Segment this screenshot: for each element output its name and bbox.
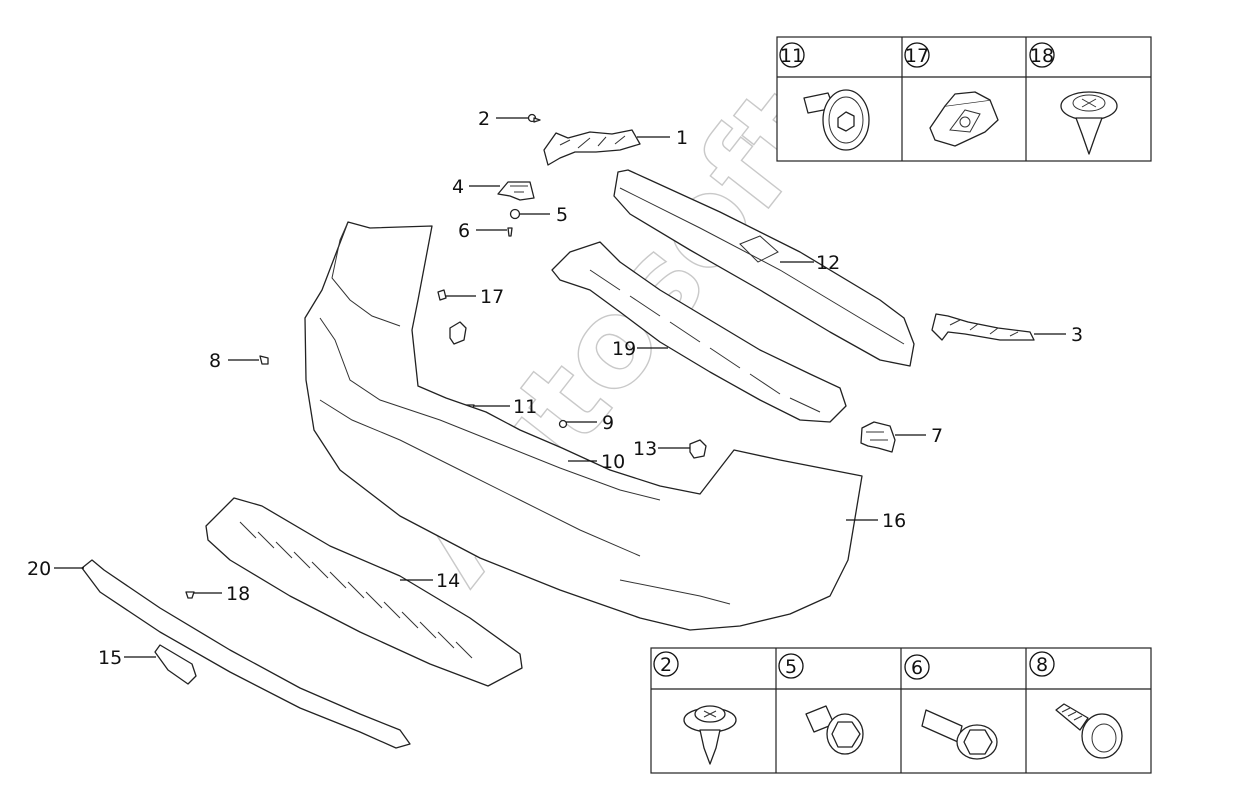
spring-clip-icon (929, 91, 999, 147)
callout-12: 12 (816, 252, 840, 274)
callout-1: 1 (676, 127, 688, 149)
fastener-table-top: 11 17 18 (776, 36, 1152, 162)
callout-11: 11 (513, 396, 537, 418)
hex-bolt-long-icon (921, 709, 998, 760)
table-cell-17: 17 (904, 42, 999, 147)
part-3-bracket (931, 313, 1035, 341)
part-19-absorber (551, 241, 847, 423)
washer-screw-icon (683, 705, 737, 765)
callout-19: 19 (612, 338, 636, 360)
table-cell-18: 18 (1029, 42, 1118, 155)
callout-18: 18 (226, 583, 250, 605)
table-label-17: 17 (905, 45, 929, 67)
part-4-bracket (497, 181, 535, 201)
callout-17: 17 (480, 286, 504, 308)
table-cell-6: 6 (904, 654, 998, 760)
part-20-trim-strip (81, 559, 411, 749)
callout-13: 13 (633, 438, 657, 460)
table-label-2: 2 (660, 654, 672, 676)
callout-20: 20 (27, 558, 51, 580)
callout-10: 10 (601, 451, 625, 473)
push-rivet-icon (1060, 91, 1118, 155)
table-cell-8: 8 (1029, 651, 1123, 759)
part-6-screw (507, 227, 513, 237)
callout-16: 16 (882, 510, 906, 532)
callouts: 1 2 3 4 5 6 7 8 9 10 11 12 13 (27, 108, 1083, 669)
callout-4: 4 (452, 176, 464, 198)
part-16-bumper-cover (304, 221, 863, 631)
flange-nut-icon (803, 89, 870, 151)
callout-3: 3 (1071, 324, 1083, 346)
part-13-block (689, 439, 707, 459)
callout-8: 8 (209, 350, 221, 372)
table-label-11: 11 (780, 45, 804, 67)
part-18-rivet (185, 591, 195, 599)
callout-5: 5 (556, 204, 568, 226)
table-label-18: 18 (1030, 45, 1054, 67)
part-17-clip (437, 289, 467, 345)
part-14-lower-panel (205, 497, 523, 687)
callout-9: 9 (602, 412, 614, 434)
part-15-cap (154, 644, 197, 685)
callout-7: 7 (931, 425, 943, 447)
table-label-5: 5 (785, 656, 797, 678)
callout-15: 15 (98, 647, 122, 669)
table-label-6: 6 (911, 657, 923, 679)
hex-bolt-icon (805, 705, 864, 755)
part-5-nut (509, 208, 521, 220)
part-12-impact-beam (613, 169, 915, 367)
table-label-8: 8 (1036, 654, 1048, 676)
table-cell-11: 11 (779, 42, 870, 151)
table-cell-2: 2 (653, 651, 737, 765)
part-1-bracket (543, 129, 641, 166)
callout-2: 2 (478, 108, 490, 130)
callout-14: 14 (436, 570, 460, 592)
plastic-fastener-icon (1055, 703, 1123, 759)
table-cell-5: 5 (778, 653, 864, 755)
part-8-fastener (259, 355, 269, 365)
fastener-table-bottom: 2 5 6 (650, 647, 1152, 774)
part-2-screw (527, 113, 541, 123)
part-9-nut (558, 419, 568, 429)
part-7-bracket (860, 421, 896, 453)
callout-6: 6 (458, 220, 470, 242)
